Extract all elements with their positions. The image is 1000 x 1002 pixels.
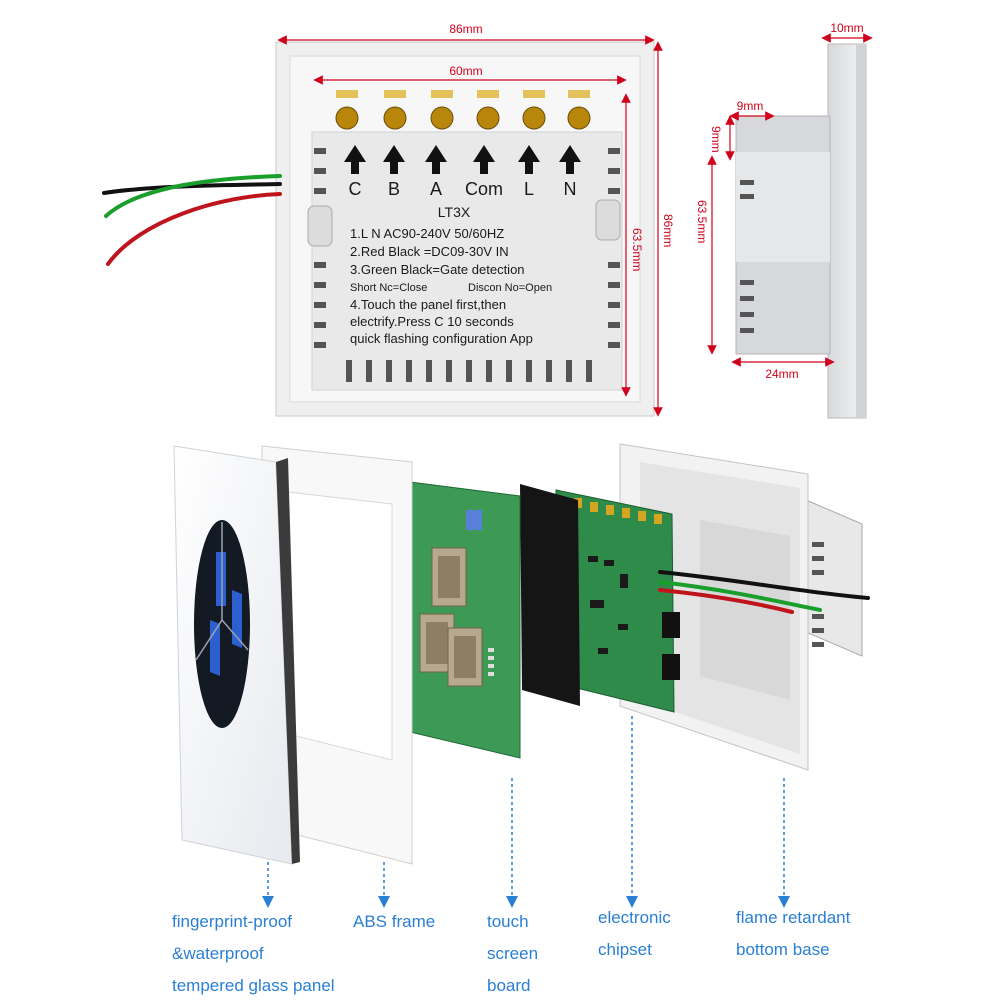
spec-line-1: 1.L N AC90-240V 50/60HZ	[350, 226, 504, 241]
label-bottom-base-line-2: bottom base	[736, 940, 830, 959]
mounting-clip-right	[595, 199, 621, 241]
label-chipset-line-1: electronic	[598, 908, 671, 927]
back-view: C B A Com L N LT3X 1.L N AC90-240V 50/60…	[102, 22, 675, 417]
dim-front-width: 86mm	[449, 22, 482, 36]
dim-front-height: 86mm	[661, 214, 675, 247]
label-abs-frame-line-1: ABS frame	[353, 912, 436, 931]
label-bottom-base-line-1: flame retardant	[736, 908, 851, 927]
dim-side-height: 63.5mm	[695, 200, 709, 243]
terminal-label-b: B	[388, 179, 400, 199]
dim-side-thickness: 10mm	[830, 21, 863, 35]
dim-side-offset-y: 9mm	[709, 126, 723, 153]
label-glass-panel: fingerprint-proof &waterproof tempered g…	[172, 906, 335, 1002]
label-bottom-base: flame retardant bottom base	[736, 902, 850, 966]
instruction-line-2: electrify.Press C 10 seconds	[350, 314, 514, 329]
abs-frame-part	[261, 445, 413, 865]
mounting-clip-left	[307, 205, 333, 247]
label-chipset: electronic chipset	[598, 902, 671, 966]
terminal-label-a: A	[430, 179, 442, 199]
bottom-vents	[346, 360, 592, 382]
label-glass-panel-line-3: tempered glass panel	[172, 976, 335, 995]
discon-no-text: Discon No=Open	[468, 282, 552, 294]
terminal-label-l: L	[524, 179, 534, 199]
terminal-arrows	[344, 145, 581, 174]
back-wires	[102, 174, 282, 266]
instruction-line-3: quick flashing configuration App	[350, 331, 533, 346]
terminal-label-n: N	[564, 179, 577, 199]
glass-panel-part	[173, 445, 300, 865]
insulation-sheet-part	[520, 484, 580, 706]
terminal-label-c: C	[349, 179, 362, 199]
exploded-view	[173, 443, 870, 908]
touch-board-part	[409, 481, 521, 759]
model-name: LT3X	[438, 204, 471, 220]
label-abs-frame: ABS frame	[353, 906, 435, 938]
short-nc-text: Short Nc=Close	[350, 282, 427, 294]
side-vents	[314, 148, 620, 348]
dim-inner-height: 63.5mm	[630, 228, 644, 271]
spec-line-3: 3.Green Black=Gate detection	[350, 262, 525, 277]
label-touch-board: touch screen board	[487, 906, 538, 1002]
exploded-wires	[658, 570, 870, 614]
label-glass-panel-line-2: &waterproof	[172, 944, 264, 963]
label-glass-panel-line-1: fingerprint-proof	[172, 912, 293, 931]
terminal-screws	[335, 90, 591, 130]
dim-side-offset-x: 9mm	[737, 99, 764, 113]
label-touch-board-line-3: board	[487, 976, 531, 995]
instruction-line-1: 4.Touch the panel first,then	[350, 297, 506, 312]
label-touch-board-line-2: screen	[487, 944, 539, 963]
callout-arrows	[262, 716, 790, 908]
side-view: 10mm 9mm 9mm 63.5mm 24mm	[695, 21, 873, 419]
spec-line-2: 2.Red Black =DC09-30V IN	[350, 244, 509, 259]
label-chipset-line-2: chipset	[598, 940, 652, 959]
label-touch-board-line-1: touch	[487, 912, 529, 931]
dim-inner-width: 60mm	[449, 64, 482, 78]
terminal-label-com: Com	[465, 179, 503, 199]
dim-side-depth: 24mm	[765, 367, 798, 381]
